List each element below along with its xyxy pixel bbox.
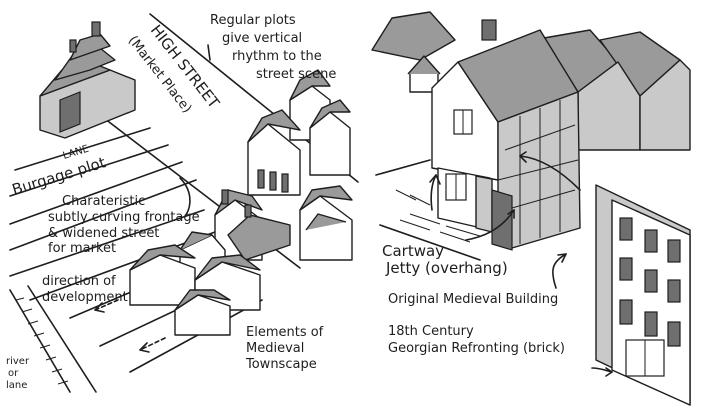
- frontage-note-line-1: Charateristic: [62, 194, 145, 209]
- elements-line-1: Elements of: [246, 325, 324, 340]
- left-panel-sketch: [9, 13, 359, 393]
- right-labels: Cartway Jetty (overhang) Original Mediev…: [382, 242, 565, 356]
- river-line-3: lane: [6, 380, 27, 391]
- regular-plots-line-3: rhythm to the: [232, 49, 322, 64]
- right-panel-sketch: [371, 11, 691, 406]
- direction-line-1: direction of: [42, 274, 116, 289]
- left-labels: Regular plots give vertical rhythm to th…: [6, 13, 336, 391]
- regular-plots-line-4: street scene: [256, 67, 336, 82]
- frontage-note-line-3: & widened street: [48, 226, 159, 241]
- century-label: 18th Century: [388, 324, 474, 339]
- frontage-note-line-4: for market: [48, 241, 116, 256]
- river-line-2: or: [8, 368, 19, 379]
- frontage-note-line-2: subtly curving frontage: [48, 210, 200, 225]
- georgian-windows: [619, 217, 681, 377]
- elements-line-3: Townscape: [245, 357, 317, 372]
- elements-line-2: Medieval: [246, 341, 304, 356]
- georgian-label: Georgian Refronting (brick): [388, 341, 565, 356]
- cartway-label: Cartway: [382, 242, 444, 260]
- original-building-label: Original Medieval Building: [388, 292, 558, 307]
- regular-plots-line-1: Regular plots: [210, 13, 296, 28]
- jetty-label: Jetty (overhang): [385, 259, 508, 277]
- regular-plots-line-2: give vertical: [222, 31, 302, 46]
- direction-line-2: development: [42, 290, 128, 305]
- river-line-1: river: [6, 356, 30, 367]
- burgage-plot-label: Burgage plot: [10, 153, 108, 199]
